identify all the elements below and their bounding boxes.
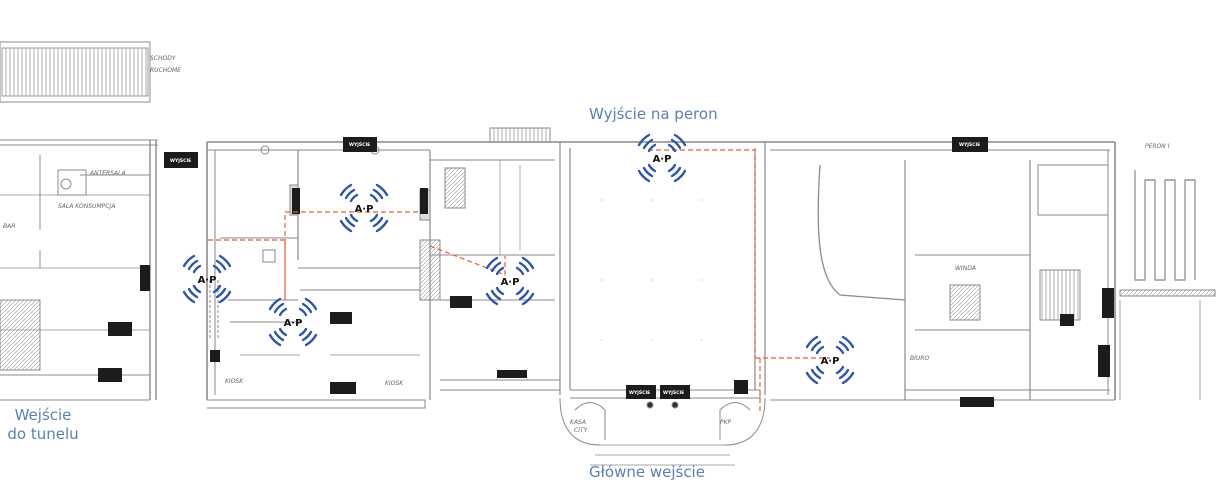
ap-label: A·P bbox=[653, 154, 672, 165]
exit-sign-icon: WYJŚCIE bbox=[164, 152, 198, 168]
wifi-access-point-icon: A·P bbox=[182, 254, 232, 304]
svg-text:WYJŚCIE: WYJŚCIE bbox=[629, 389, 650, 396]
tunnel-exit-label-line1: Wejście bbox=[14, 406, 72, 424]
tunnel-exit-label: Wejście do tunelu bbox=[0, 406, 86, 444]
exit-sign-icon: WYJŚCIE bbox=[952, 137, 988, 152]
svg-text:WYJŚCIE: WYJŚCIE bbox=[349, 141, 370, 148]
ap-label: A·P bbox=[198, 275, 217, 286]
platform-exit-label: Wyjście na peron bbox=[589, 105, 718, 123]
left-annex: SALA KONSUMPCJA BAR ANTERSALA SCHODY RUC… bbox=[0, 41, 181, 401]
ap-label: A·P bbox=[501, 277, 520, 288]
svg-text:KASA: KASA bbox=[570, 419, 586, 426]
wifi-access-point-icon: A·P bbox=[637, 133, 687, 183]
central-hall: KASA CITY PKP bbox=[430, 127, 770, 466]
access-points: A·P A·P A·P A·P A·P A·P bbox=[182, 133, 855, 385]
svg-text:SCHODY: SCHODY bbox=[150, 55, 177, 62]
svg-text:KIOSK: KIOSK bbox=[385, 380, 404, 387]
svg-text:WYJŚCIE: WYJŚCIE bbox=[959, 141, 980, 148]
svg-text:WINDA: WINDA bbox=[955, 265, 976, 272]
exit-sign-icon: WYJŚCIE bbox=[660, 385, 690, 399]
ap-label: A·P bbox=[821, 356, 840, 367]
wifi-access-point-icon: A·P bbox=[268, 297, 318, 347]
wifi-access-point-icon: A·P bbox=[805, 335, 855, 385]
wifi-access-point-icon: A·P bbox=[339, 183, 389, 233]
svg-text:WYJŚCIE: WYJŚCIE bbox=[170, 157, 191, 164]
svg-text:ANTERSALA: ANTERSALA bbox=[89, 170, 126, 177]
main-entrance-label: Główne wejście bbox=[589, 463, 705, 481]
left-wing: KIOSK KIOSK bbox=[206, 141, 441, 409]
exit-sign-icon: WYJŚCIE bbox=[343, 137, 377, 152]
emergency-exit-icon bbox=[98, 188, 1110, 407]
ap-label: A·P bbox=[355, 204, 374, 215]
svg-text:BIURO: BIURO bbox=[910, 355, 929, 362]
svg-text:SALA KONSUMPCJA: SALA KONSUMPCJA bbox=[58, 203, 115, 210]
svg-text:WYJŚCIE: WYJŚCIE bbox=[663, 389, 684, 396]
svg-text:BAR: BAR bbox=[3, 223, 15, 230]
exit-sign-icon: WYJŚCIE bbox=[626, 385, 656, 399]
tunnel-exit-label-line2: do tunelu bbox=[7, 425, 79, 443]
right-wing: WINDA BIURO PERON I bbox=[770, 141, 1216, 401]
svg-text:RUCHOME: RUCHOME bbox=[150, 67, 181, 74]
exit-sign-icon bbox=[1102, 288, 1114, 318]
svg-text:CITY: CITY bbox=[574, 427, 589, 434]
svg-text:KIOSK: KIOSK bbox=[225, 378, 244, 385]
svg-text:PERON I: PERON I bbox=[1145, 143, 1170, 150]
svg-text:PKP: PKP bbox=[720, 419, 732, 426]
exit-signs: WYJŚCIE WYJŚCIE WYJŚCIE WYJŚCIE WYJŚCIE bbox=[98, 137, 1114, 407]
ap-label: A·P bbox=[284, 318, 303, 329]
wifi-access-point-icon: A·P bbox=[485, 256, 535, 306]
